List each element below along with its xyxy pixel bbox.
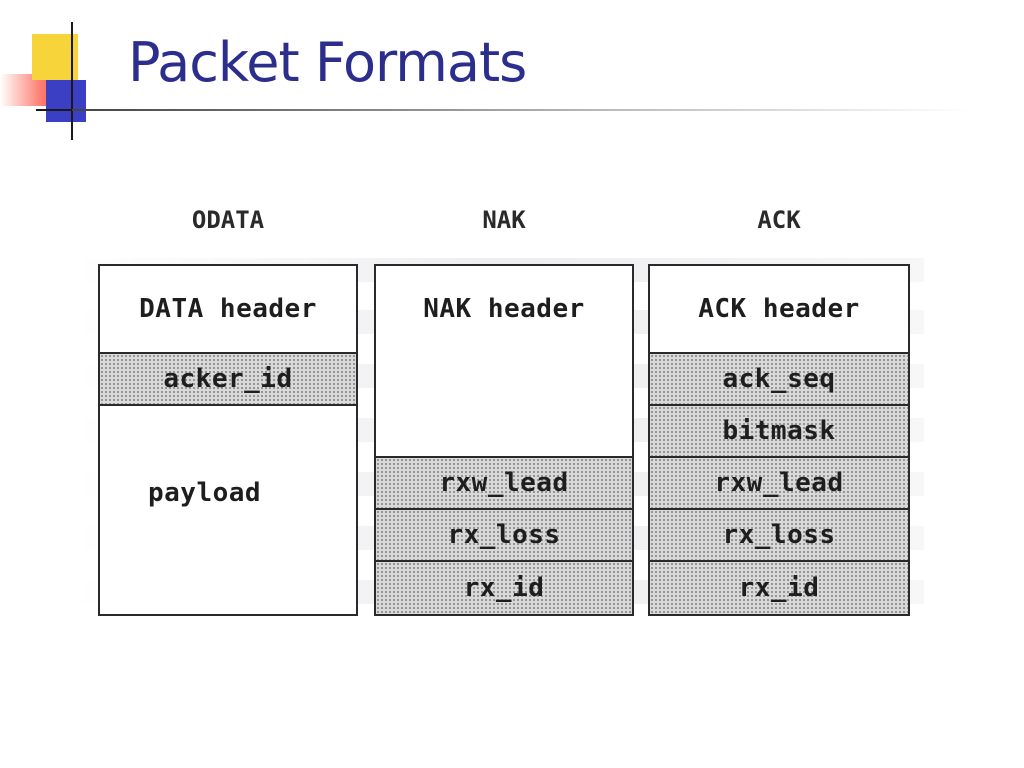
corner-logo bbox=[0, 0, 140, 150]
ack-field-rx-loss: rx_loss bbox=[650, 508, 908, 560]
odata-field-acker-id: acker_id bbox=[100, 352, 356, 404]
nak-field-rx-loss: rx_loss bbox=[376, 508, 632, 560]
ack-label: ACK bbox=[757, 206, 801, 234]
odata-packet: DATA header acker_id payload bbox=[98, 264, 358, 616]
nak-field-rxw-lead: rxw_lead bbox=[376, 456, 632, 508]
ack-field-header: ACK header bbox=[650, 266, 908, 352]
ack-field-bitmask: bitmask bbox=[650, 404, 908, 456]
odata-field-payload: payload bbox=[100, 404, 356, 614]
packet-formats-figure: ODATA DATA header acker_id payload NAK N… bbox=[74, 192, 924, 632]
logo-yellow-square bbox=[32, 34, 78, 80]
nak-packet: NAK header rxw_lead rx_loss rx_id bbox=[374, 264, 634, 616]
logo-vertical-line bbox=[71, 22, 73, 140]
ack-field-rx-id: rx_id bbox=[650, 560, 908, 614]
slide-title: Packet Formats bbox=[128, 31, 527, 94]
ack-packet: ACK header ack_seq bitmask rxw_lead rx_l… bbox=[648, 264, 910, 616]
ack-field-rxw-lead: rxw_lead bbox=[650, 456, 908, 508]
odata-field-data-header: DATA header bbox=[100, 266, 356, 352]
nak-label: NAK bbox=[482, 206, 526, 234]
odata-label: ODATA bbox=[191, 206, 265, 234]
title-underline bbox=[72, 109, 972, 111]
ack-field-ack-seq: ack_seq bbox=[650, 352, 908, 404]
logo-blue-square bbox=[46, 80, 86, 122]
nak-field-rx-id: rx_id bbox=[376, 560, 632, 614]
nak-field-header: NAK header bbox=[376, 266, 632, 352]
